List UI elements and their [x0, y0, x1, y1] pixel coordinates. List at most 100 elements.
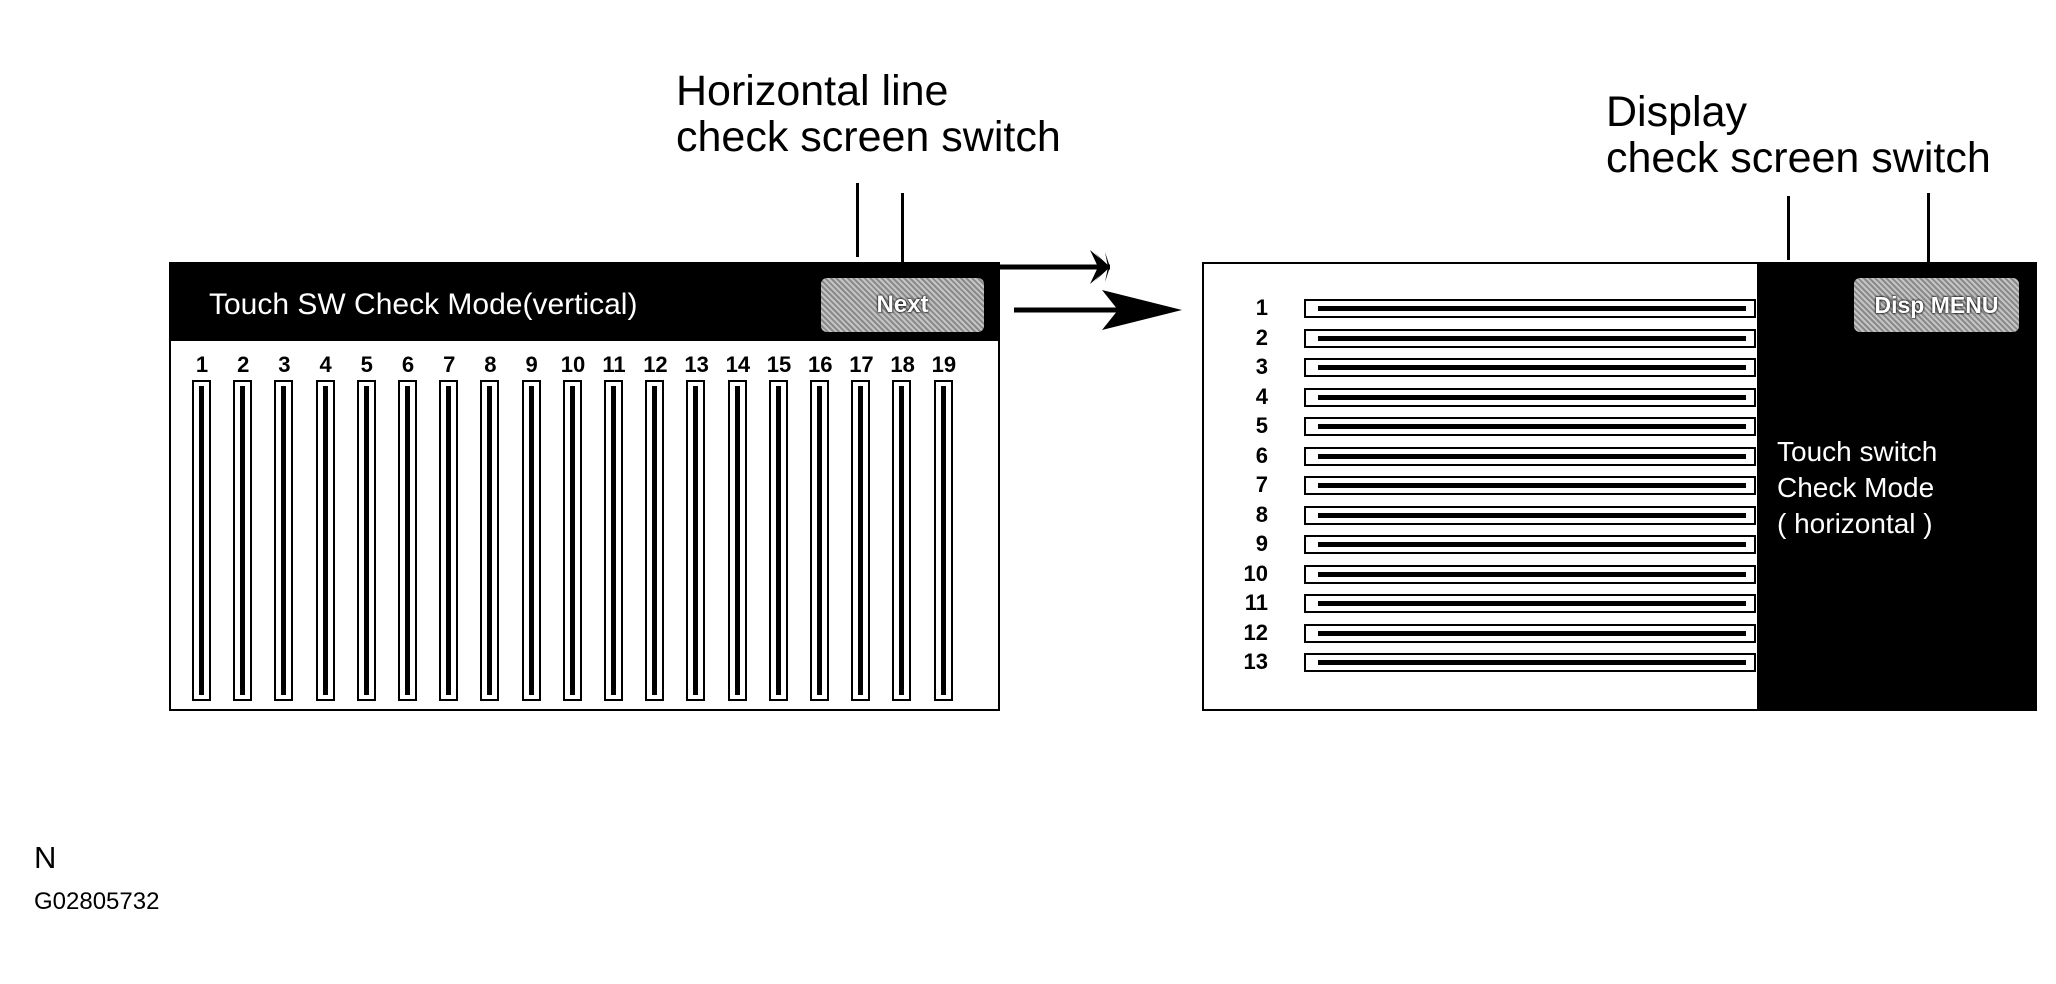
arrow-upper-tip — [1090, 250, 1110, 284]
vertical-line-number: 16 — [808, 352, 833, 377]
horizontal-line-bar[interactable] — [1304, 417, 1756, 436]
horizontal-line-bar[interactable] — [1304, 535, 1756, 554]
leader-line-horizontal-a — [856, 183, 859, 257]
vertical-line-column[interactable]: 4 — [314, 352, 338, 701]
vertical-line-column[interactable]: 17 — [849, 352, 874, 701]
horizontal-line-fill — [1318, 660, 1746, 665]
horizontal-line-bar[interactable] — [1304, 653, 1756, 672]
horizontal-line-bar[interactable] — [1304, 476, 1756, 495]
horizontal-line-row[interactable]: 2 — [1232, 325, 1756, 350]
vertical-line-fill — [817, 386, 822, 695]
horizontal-line-fill — [1318, 571, 1746, 577]
vertical-line-bar[interactable] — [192, 380, 211, 701]
vertical-line-bar[interactable] — [892, 380, 912, 701]
horizontal-line-number: 5 — [1255, 413, 1268, 438]
vertical-line-bar[interactable] — [480, 380, 500, 701]
horizontal-line-bar[interactable] — [1304, 446, 1756, 466]
horizontal-line-row[interactable]: 13 — [1232, 650, 1756, 674]
vertical-line-bar[interactable] — [810, 380, 829, 701]
vertical-line-column[interactable]: 2 — [231, 352, 255, 701]
vertical-line-column[interactable]: 15 — [767, 352, 791, 701]
horizontal-line-bar[interactable] — [1304, 594, 1756, 613]
vertical-line-column[interactable]: 6 — [396, 352, 420, 701]
vertical-line-number: 5 — [360, 352, 373, 377]
vertical-line-number: 18 — [890, 352, 915, 377]
vertical-line-bar[interactable] — [768, 380, 788, 701]
horizontal-line-bar[interactable] — [1304, 328, 1756, 348]
leader-line-display-b — [1927, 193, 1930, 281]
vertical-line-bar[interactable] — [398, 380, 417, 701]
vertical-line-bar[interactable] — [439, 380, 459, 701]
footer-letter: N — [34, 840, 57, 875]
horizontal-line-row[interactable]: 1 — [1232, 295, 1756, 320]
horizontal-line-number: 1 — [1255, 295, 1268, 320]
vertical-line-column[interactable]: 12 — [643, 352, 668, 701]
horizontal-line-fill — [1318, 601, 1746, 606]
vertical-line-bar[interactable] — [686, 380, 706, 701]
horizontal-line-row[interactable]: 5 — [1232, 413, 1756, 438]
vertical-line-fill — [611, 386, 616, 695]
vertical-line-column[interactable]: 18 — [890, 352, 915, 701]
disp-menu-button[interactable]: Disp MENU — [1854, 278, 2019, 332]
horizontal-line-row[interactable]: 10 — [1232, 560, 1756, 586]
horizontal-line-row[interactable]: 9 — [1232, 531, 1756, 556]
horizontal-mode-line2: Check Mode — [1777, 472, 1935, 503]
vertical-line-fill — [199, 386, 204, 695]
vertical-line-column[interactable]: 13 — [684, 352, 709, 701]
vertical-line-column[interactable]: 7 — [437, 352, 461, 701]
vertical-line-column[interactable]: 9 — [520, 352, 544, 701]
vertical-line-bar[interactable] — [315, 380, 335, 701]
vertical-line-column[interactable]: 1 — [190, 352, 214, 701]
vertical-line-fill — [734, 386, 740, 695]
vertical-line-bar[interactable] — [727, 380, 747, 701]
vertical-line-number: 6 — [401, 352, 415, 377]
horizontal-line-row[interactable]: 12 — [1232, 620, 1756, 645]
vertical-line-bar[interactable] — [233, 380, 253, 701]
vertical-line-number: 9 — [525, 352, 538, 377]
vertical-line-number: 8 — [484, 352, 497, 377]
horizontal-line-fill — [1318, 365, 1746, 370]
vertical-line-number: 1 — [195, 352, 209, 377]
vertical-line-bar[interactable] — [274, 380, 294, 701]
horizontal-line-row[interactable]: 7 — [1232, 473, 1756, 497]
vertical-line-bar[interactable] — [933, 380, 953, 701]
vertical-line-column[interactable]: 16 — [808, 352, 833, 701]
next-button[interactable]: Next — [821, 278, 984, 332]
vertical-line-number: 13 — [684, 352, 709, 377]
horizontal-line-row[interactable]: 8 — [1232, 502, 1756, 527]
vertical-line-column[interactable]: 19 — [932, 352, 956, 701]
horizontal-line-number: 10 — [1243, 560, 1268, 586]
display-switch-callout-line2: check screen switch — [1606, 134, 1991, 182]
horizontal-line-number: 11 — [1244, 590, 1268, 615]
leader-line-horizontal-b — [901, 193, 904, 279]
horizontal-line-row[interactable]: 3 — [1232, 355, 1756, 379]
vertical-line-bar[interactable] — [521, 380, 541, 701]
horizontal-line-bar[interactable] — [1304, 358, 1756, 377]
vertical-line-column[interactable]: 5 — [355, 352, 379, 701]
vertical-line-column[interactable]: 8 — [478, 352, 502, 701]
vertical-line-bar[interactable] — [356, 380, 376, 701]
vertical-line-bar[interactable] — [562, 380, 582, 701]
horizontal-line-number: 9 — [1255, 531, 1268, 556]
horizontal-line-bar[interactable] — [1304, 299, 1756, 318]
vertical-line-fill — [405, 386, 410, 695]
horizontal-line-row[interactable]: 11 — [1232, 590, 1756, 615]
vertical-line-bar[interactable] — [851, 380, 871, 701]
horizontal-line-row[interactable]: 6 — [1232, 443, 1756, 468]
horizontal-line-bar[interactable] — [1304, 387, 1756, 407]
vertical-line-number: 11 — [602, 352, 626, 377]
horizontal-line-bar[interactable] — [1304, 505, 1756, 525]
vertical-line-column[interactable]: 10 — [561, 352, 585, 701]
vertical-line-bar[interactable] — [645, 380, 665, 701]
display-switch-callout: Display check screen switch — [1606, 89, 1991, 181]
horizontal-line-bar[interactable] — [1304, 623, 1756, 643]
vertical-line-bar[interactable] — [604, 380, 623, 701]
vertical-line-column[interactable]: 14 — [726, 352, 750, 701]
vertical-line-column[interactable]: 11 — [602, 352, 626, 701]
horizontal-line-bar[interactable] — [1304, 564, 1756, 584]
horizontal-line-fill — [1318, 394, 1746, 400]
horizontal-line-row[interactable]: 4 — [1232, 384, 1756, 409]
vertical-line-column[interactable]: 3 — [272, 352, 296, 701]
